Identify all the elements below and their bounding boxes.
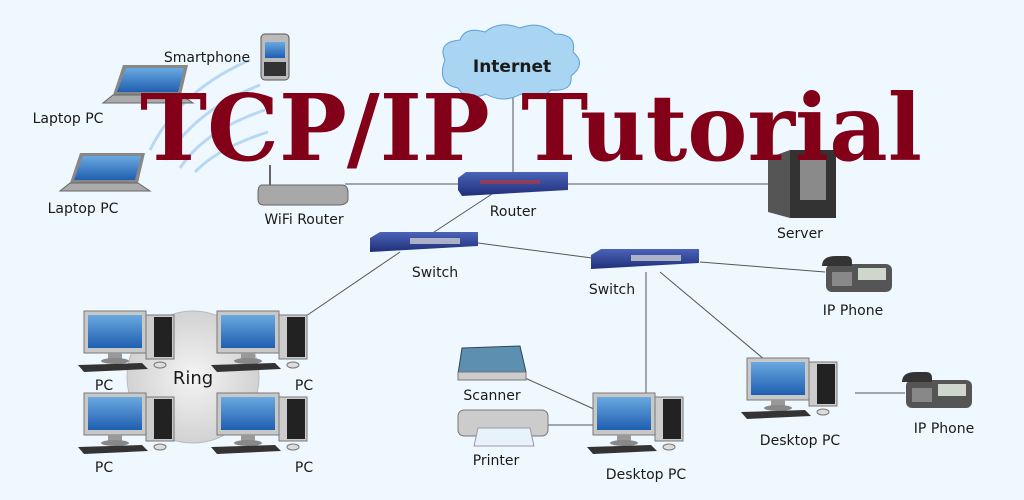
ring-label: Ring: [173, 368, 213, 389]
desktop-pc-icon[interactable]: [740, 357, 838, 420]
laptop-label: Laptop PC: [48, 201, 119, 217]
pc-label: PC: [95, 460, 113, 476]
pc-label: PC: [95, 378, 113, 394]
internet-label: Internet: [473, 57, 551, 77]
server-icon[interactable]: [768, 150, 836, 218]
page-title: TCP/IP Tutorial: [140, 74, 922, 182]
pc-label: PC: [295, 460, 313, 476]
desktop-pc-icon[interactable]: [586, 392, 684, 455]
printer-label: Printer: [473, 453, 520, 469]
pc-icon[interactable]: [77, 310, 175, 373]
ip-phone-icon[interactable]: [902, 372, 972, 408]
router-icon[interactable]: [458, 172, 568, 196]
wifi-signal-icon: [148, 58, 269, 174]
laptop-icon[interactable]: [59, 152, 151, 192]
internet-cloud-icon[interactable]: Internet: [441, 24, 580, 100]
pc-label: PC: [295, 378, 313, 394]
desktop-pc-label: Desktop PC: [760, 433, 841, 449]
scanner-icon[interactable]: [457, 345, 527, 381]
laptop-label: Laptop PC: [33, 111, 104, 127]
printer-icon[interactable]: [457, 409, 549, 447]
smartphone-icon[interactable]: [260, 33, 290, 81]
wifi-router-label: WiFi Router: [264, 212, 343, 228]
pc-icon[interactable]: [210, 392, 308, 455]
desktop-pc-label: Desktop PC: [606, 467, 687, 483]
ip-phone-label: IP Phone: [914, 421, 974, 437]
server-label: Server: [777, 226, 823, 242]
switch-label: Switch: [412, 265, 458, 281]
smartphone-label: Smartphone: [164, 50, 250, 66]
router-label: Router: [490, 204, 537, 220]
wifi-router-icon[interactable]: [257, 165, 349, 206]
switch-icon[interactable]: [591, 249, 699, 269]
pc-icon[interactable]: [77, 392, 175, 455]
ip-phone-label: IP Phone: [823, 303, 883, 319]
scanner-label: Scanner: [463, 388, 521, 404]
ip-phone-icon[interactable]: [822, 256, 892, 292]
switch-label: Switch: [589, 282, 635, 298]
switch-icon[interactable]: [370, 232, 478, 252]
